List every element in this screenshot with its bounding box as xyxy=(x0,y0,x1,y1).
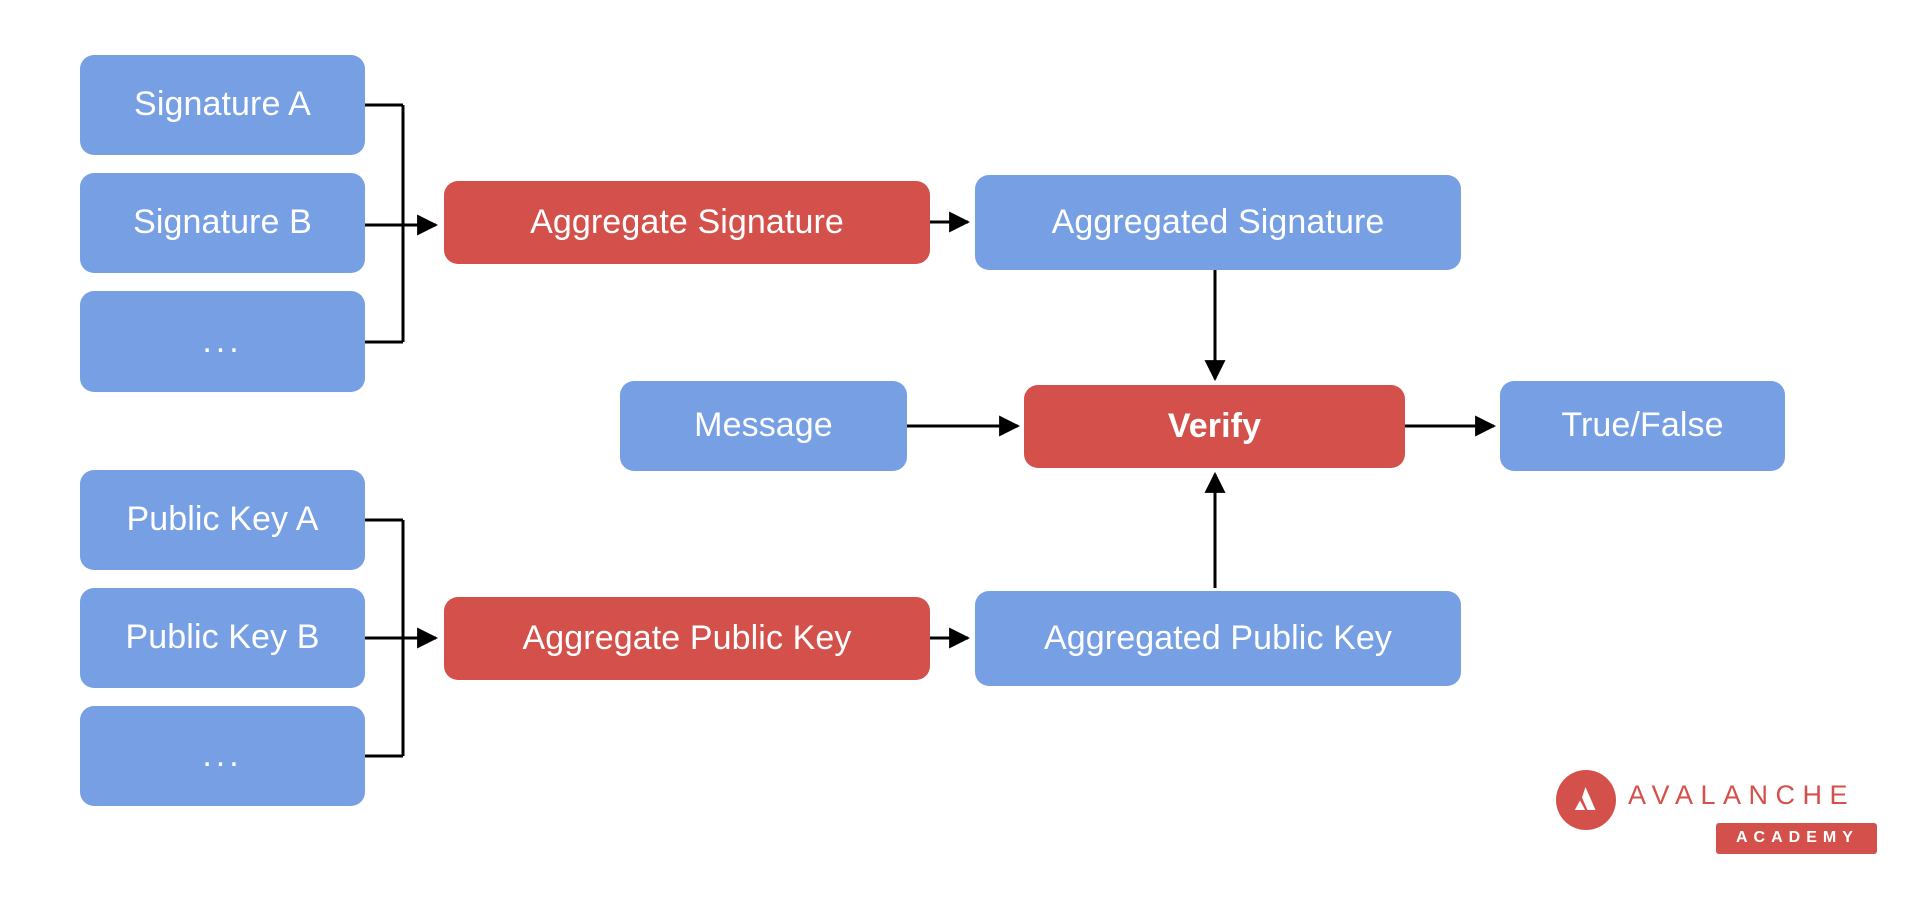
node-public-key-b[interactable]: Public Key B xyxy=(80,588,365,688)
node-public-key-a[interactable]: Public Key A xyxy=(80,470,365,570)
node-aggregate-signature[interactable]: Aggregate Signature xyxy=(444,181,930,264)
node-signature-a[interactable]: Signature A xyxy=(80,55,365,155)
node-signature-b[interactable]: Signature B xyxy=(80,173,365,273)
avalanche-triangle-icon xyxy=(1574,787,1596,810)
node-true-false[interactable]: True/False xyxy=(1500,381,1785,471)
node-aggregate-public-key[interactable]: Aggregate Public Key xyxy=(444,597,930,680)
edge-signatures-to-aggregate xyxy=(365,103,405,344)
academy-badge: ACADEMY xyxy=(1716,823,1877,854)
avalanche-wordmark: AVALANCHE xyxy=(1628,780,1856,810)
node-aggregated-public-key[interactable]: Aggregated Public Key xyxy=(975,591,1461,686)
node-message[interactable]: Message xyxy=(620,381,907,471)
node-public-key-more[interactable]: ... xyxy=(80,706,365,806)
node-aggregated-signature[interactable]: Aggregated Signature xyxy=(975,175,1461,270)
node-signature-more[interactable]: ... xyxy=(80,291,365,392)
edge-public-keys-to-aggregate xyxy=(365,518,405,758)
avalanche-academy-logo: AVALANCHE ACADEMY xyxy=(1556,768,1886,864)
node-verify[interactable]: Verify xyxy=(1024,385,1405,468)
avalanche-circle-icon xyxy=(1556,770,1616,830)
